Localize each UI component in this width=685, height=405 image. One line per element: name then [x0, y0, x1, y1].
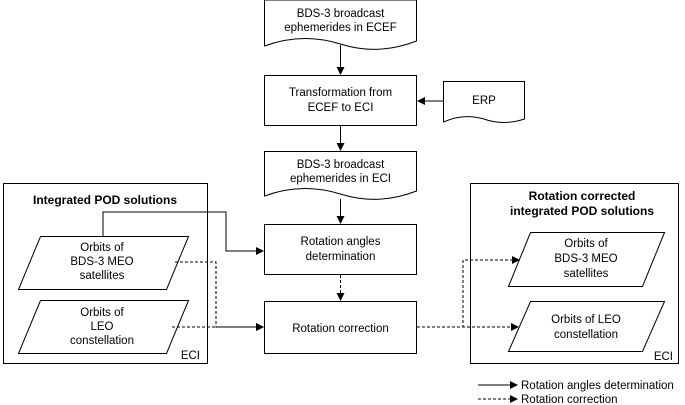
erp-document: [443, 81, 525, 123]
left-group-frame: [3, 183, 208, 364]
rotation-angles-box: [264, 224, 417, 275]
rotation-angles-line-1: Rotation angles: [301, 236, 381, 248]
transformation-line-2: ECEF to ECI: [308, 102, 374, 114]
arrow-correction-to-right-meo: [417, 256, 520, 328]
broadcast-ecef-line-1: BDS-3 broadcast: [297, 8, 385, 20]
rotation-correction-box: [264, 301, 417, 354]
right-frame-label: ECI: [654, 351, 673, 363]
legend-solid-label: Rotation angles determination: [521, 380, 674, 392]
right-group-title-line-2: integrated POD solutions: [510, 204, 654, 218]
right-meo-parallelogram: [507, 232, 666, 287]
left-meo-line-1: Orbits of: [80, 242, 124, 254]
left-leo-line-1: Orbits of: [80, 307, 124, 319]
left-meo-line-2: BDS-3 MEO: [70, 256, 133, 268]
rotation-correction-label: Rotation correction: [292, 323, 389, 335]
broadcast-ecef-line-2: ephemerides in ECEF: [284, 22, 397, 34]
right-meo-line-1: Orbits of: [564, 238, 608, 250]
left-leo-line-3: constellation: [70, 335, 134, 347]
broadcast-eci-line-2: ephemerides in ECI: [290, 173, 391, 185]
right-group-title-line-1: Rotation corrected: [529, 189, 636, 203]
erp-label: ERP: [472, 95, 496, 107]
broadcast-eci-line-1: BDS-3 broadcast: [297, 159, 385, 171]
broadcast-eci-document: [264, 151, 417, 200]
right-leo-line-2: constellation: [554, 329, 618, 341]
rotation-angles-line-2: determination: [306, 251, 376, 263]
left-leo-line-2: LEO: [90, 321, 113, 333]
right-group-frame: [470, 183, 679, 364]
left-group-title: Integrated POD solutions: [33, 193, 177, 207]
left-meo-line-3: satellites: [80, 270, 125, 282]
left-meo-parallelogram: [17, 236, 190, 290]
legend-dashed-label: Rotation correction: [521, 394, 618, 405]
transformation-box: [264, 75, 417, 126]
right-meo-line-3: satellites: [564, 268, 609, 280]
transformation-line-1: Transformation from: [289, 87, 392, 99]
arrow-pod-to-rotation-angles: [102, 211, 264, 255]
broadcast-ecef-document: [264, 0, 417, 50]
left-frame-label: ECI: [181, 350, 200, 362]
right-leo-parallelogram: [507, 301, 666, 352]
left-leo-parallelogram: [17, 300, 190, 354]
arrow-meo-to-correction: [175, 261, 264, 331]
right-meo-line-2: BDS-3 MEO: [554, 253, 617, 265]
right-leo-line-1: Orbits of LEO: [551, 314, 621, 326]
